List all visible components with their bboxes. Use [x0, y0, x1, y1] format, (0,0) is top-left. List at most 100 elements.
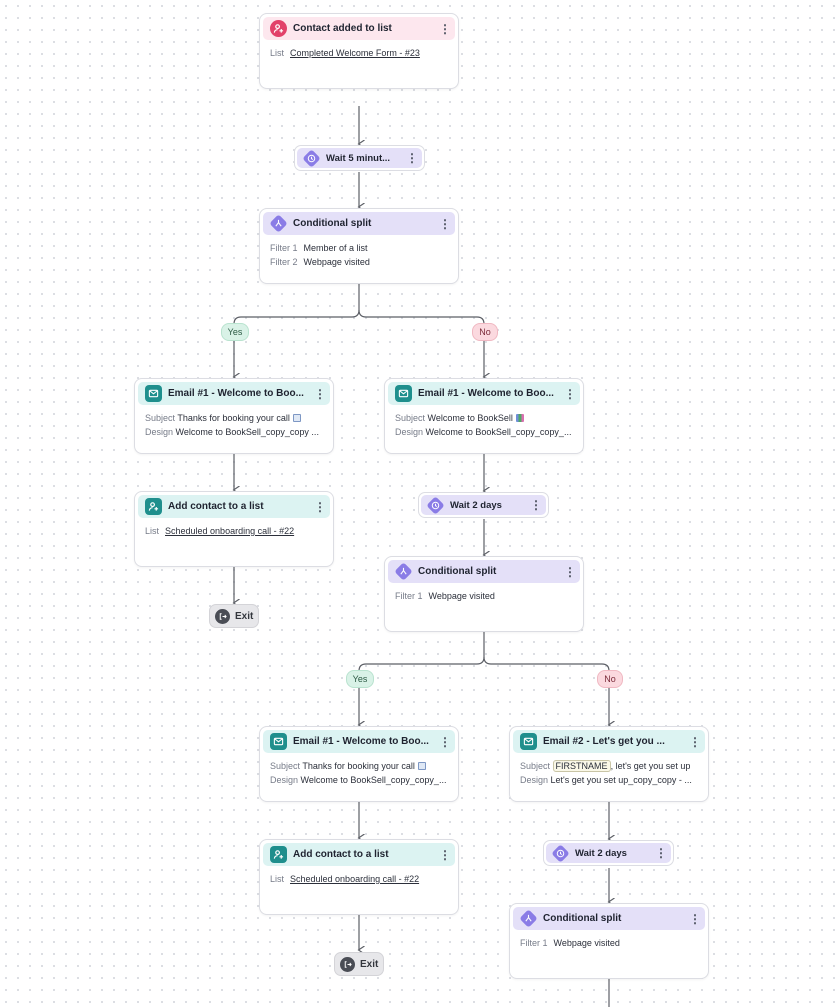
add-to-list-card[interactable]: Add contact to a list ⋮ List Scheduled on… [259, 839, 459, 915]
more-options-icon[interactable]: ⋮ [439, 734, 451, 749]
email-header: Email #1 - Welcome to Boo... ⋮ [388, 382, 580, 405]
filter-label: Filter 1 [395, 591, 423, 601]
split-header: Conditional split ⋮ [263, 212, 455, 235]
filter-value: Member of a list [303, 243, 368, 253]
split-icon [394, 562, 413, 581]
exit-label: Exit [360, 958, 379, 970]
envelope-icon [145, 385, 162, 402]
filter-value: Webpage visited [303, 256, 370, 267]
split-filters: Filter 1 Webpage visited [395, 590, 575, 604]
more-options-icon[interactable]: ⋮ [439, 216, 451, 231]
split-icon [519, 909, 538, 928]
filter-value: Webpage visited [428, 591, 495, 601]
email-title: Email #2 - Let's get you ... [543, 736, 665, 747]
subject-value: Welcome to BookSell [427, 413, 513, 423]
wait-label: Wait 2 days [450, 499, 502, 511]
exit-node[interactable]: Exit [209, 604, 259, 628]
filter-label: Filter 1 [270, 243, 298, 253]
books-emoji-icon [515, 414, 524, 422]
add-to-list-body: List Scheduled onboarding call - #22 [270, 873, 450, 887]
add-to-list-card[interactable]: Add contact to a list ⋮ List Scheduled on… [134, 491, 334, 567]
exit-node[interactable]: Exit [334, 952, 384, 976]
email-header: Email #2 - Let's get you ... ⋮ [513, 730, 705, 753]
envelope-icon [270, 733, 287, 750]
list-link[interactable]: Scheduled onboarding call - #22 [290, 874, 420, 884]
wait-label: Wait 2 days [575, 847, 627, 859]
more-options-icon[interactable]: ⋮ [439, 847, 451, 862]
add-to-list-header: Add contact to a list ⋮ [263, 843, 455, 866]
exit-label: Exit [235, 610, 254, 622]
more-options-icon[interactable]: ⋮ [406, 151, 418, 165]
email-title: Email #1 - Welcome to Boo... [168, 388, 304, 399]
add-to-list-title: Add contact to a list [168, 501, 264, 512]
calendar-emoji-icon [292, 414, 301, 422]
list-label: List [270, 874, 285, 884]
conditional-split-card-2[interactable]: Conditional split ⋮ Filter 1 Webpage visi… [384, 556, 584, 632]
subject-value: Thanks for booking your call [302, 761, 415, 771]
design-value: Welcome to BookSell_copy_copy_... [425, 426, 572, 437]
wait-step-1[interactable]: Wait 5 minut... ⋮ [294, 145, 425, 171]
wait-step-2[interactable]: Wait 2 days ⋮ [418, 492, 549, 518]
conditional-split-card-3[interactable]: Conditional split ⋮ Filter 1 Webpage visi… [509, 903, 709, 979]
trigger-header: Contact added to list ⋮ [263, 17, 455, 40]
add-to-list-header: Add contact to a list ⋮ [138, 495, 330, 518]
yes-branch-pill: Yes [346, 670, 374, 688]
split-icon [269, 214, 288, 233]
clock-icon [551, 843, 570, 863]
conditional-split-card-1[interactable]: Conditional split ⋮ Filter 1 Member of a … [259, 208, 459, 284]
design-value: Welcome to BookSell_copy_copy ... [175, 426, 319, 437]
exit-icon [215, 608, 230, 624]
wait-label: Wait 5 minut... [326, 152, 391, 164]
email-card[interactable]: Email #1 - Welcome to Boo... ⋮ Subject T… [134, 378, 334, 454]
yes-branch-pill: Yes [221, 323, 249, 341]
more-options-icon[interactable]: ⋮ [564, 386, 576, 401]
design-label: Design [145, 426, 174, 437]
clock-icon [302, 148, 321, 168]
split-header: Conditional split ⋮ [513, 907, 705, 930]
email-details: Subject FIRSTNAME, let's get you set up … [520, 760, 700, 787]
email-card[interactable]: Email #2 - Let's get you ... ⋮ Subject F… [509, 726, 709, 802]
filter-label: Filter 1 [520, 938, 548, 948]
add-to-list-body: List Scheduled onboarding call - #22 [145, 525, 325, 539]
add-to-list-title: Add contact to a list [293, 849, 389, 860]
user-plus-icon [145, 498, 162, 515]
more-options-icon[interactable]: ⋮ [314, 499, 326, 514]
split-title: Conditional split [418, 566, 497, 577]
calendar-emoji-icon [417, 762, 426, 770]
more-options-icon[interactable]: ⋮ [530, 498, 542, 512]
design-label: Design [270, 774, 299, 785]
more-options-icon[interactable]: ⋮ [689, 911, 701, 926]
subject-label: Subject [145, 413, 176, 423]
envelope-icon [520, 733, 537, 750]
design-label: Design [395, 426, 424, 437]
split-filters: Filter 1 Webpage visited [520, 937, 700, 951]
more-options-icon[interactable]: ⋮ [655, 846, 667, 860]
email-card[interactable]: Email #1 - Welcome to Boo... ⋮ Subject T… [259, 726, 459, 802]
list-link[interactable]: Completed Welcome Form - #23 [290, 48, 420, 58]
clock-icon [426, 495, 445, 515]
list-link[interactable]: Scheduled onboarding call - #22 [165, 526, 295, 536]
personalization-tag: FIRSTNAME [552, 760, 611, 772]
email-details: Subject Thanks for booking your call Des… [145, 412, 325, 439]
trigger-title: Contact added to list [293, 23, 392, 34]
list-label: List [145, 526, 160, 536]
wait-step-3[interactable]: Wait 2 days ⋮ [543, 840, 674, 866]
subject-label: Subject [520, 761, 551, 771]
more-options-icon[interactable]: ⋮ [689, 734, 701, 749]
email-card[interactable]: Email #1 - Welcome to Boo... ⋮ Subject W… [384, 378, 584, 454]
filter-value: Webpage visited [553, 938, 620, 948]
more-options-icon[interactable]: ⋮ [314, 386, 326, 401]
more-options-icon[interactable]: ⋮ [564, 564, 576, 579]
email-details: Subject Welcome to BookSell Design Welco… [395, 412, 575, 439]
email-details: Subject Thanks for booking your call Des… [270, 760, 450, 787]
email-title: Email #1 - Welcome to Boo... [293, 736, 429, 747]
email-header: Email #1 - Welcome to Boo... ⋮ [263, 730, 455, 753]
design-value: Let's get you set up_copy_copy - ... [550, 774, 692, 785]
more-options-icon[interactable]: ⋮ [439, 21, 451, 36]
email-header: Email #1 - Welcome to Boo... ⋮ [138, 382, 330, 405]
no-branch-pill: No [472, 323, 498, 341]
